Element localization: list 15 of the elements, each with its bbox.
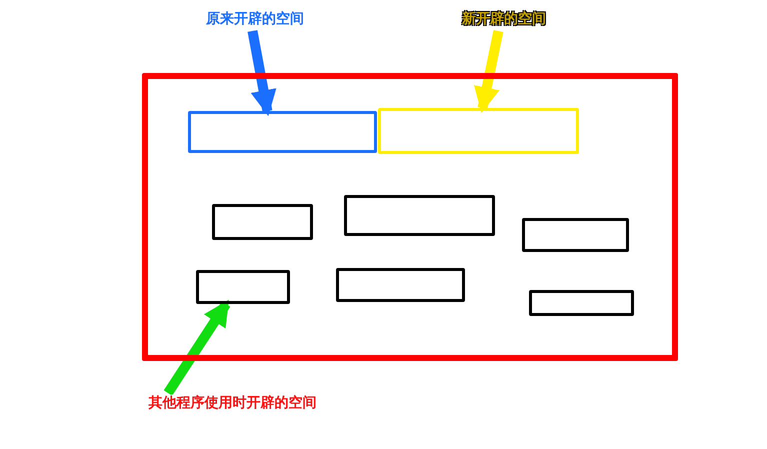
annotation-text: 原来开辟的空间 xyxy=(192,9,318,31)
annotation-text: 新开辟的空间 xyxy=(448,9,560,31)
arrow xyxy=(164,300,230,396)
memory-block xyxy=(196,270,290,304)
memory-block xyxy=(188,111,377,153)
memory-block xyxy=(212,204,313,240)
memory-block xyxy=(344,195,495,236)
memory-block xyxy=(336,268,465,302)
memory-block xyxy=(529,290,634,316)
memory-block xyxy=(378,108,579,154)
arrow xyxy=(248,30,276,116)
arrow xyxy=(474,30,504,114)
memory-block xyxy=(522,218,629,252)
memory-area xyxy=(142,73,678,361)
annotation-text: 其他程序使用时开辟的空间 xyxy=(130,393,335,415)
